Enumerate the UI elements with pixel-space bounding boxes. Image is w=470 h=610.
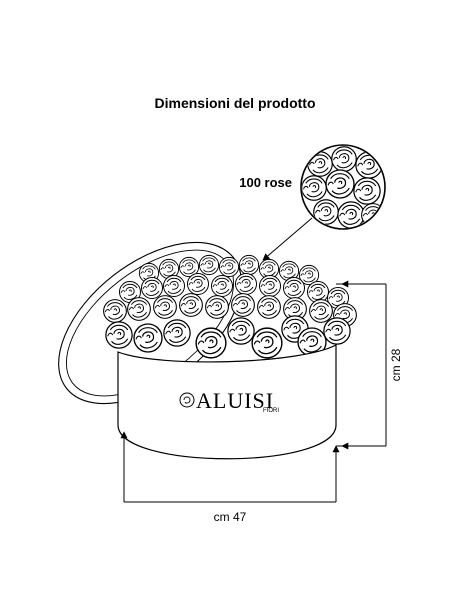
height-label: cm 28 (389, 348, 403, 381)
brand-tagline: FIORI (263, 408, 279, 414)
height-dimension: cm 28 (336, 280, 403, 450)
width-dimension: cm 47 (120, 431, 340, 524)
callout-label: 100 rose (239, 175, 292, 190)
zoom-detail-circle (300, 144, 386, 230)
roses-bouquet (103, 254, 357, 359)
box-body (117, 344, 337, 460)
page-title: Dimensioni del prodotto (155, 95, 316, 111)
callout-arrow (262, 217, 313, 261)
brand-logo: ALUISI FIORI (179, 388, 279, 414)
brand-name: ALUISI (196, 388, 274, 413)
width-label: cm 47 (214, 510, 247, 524)
